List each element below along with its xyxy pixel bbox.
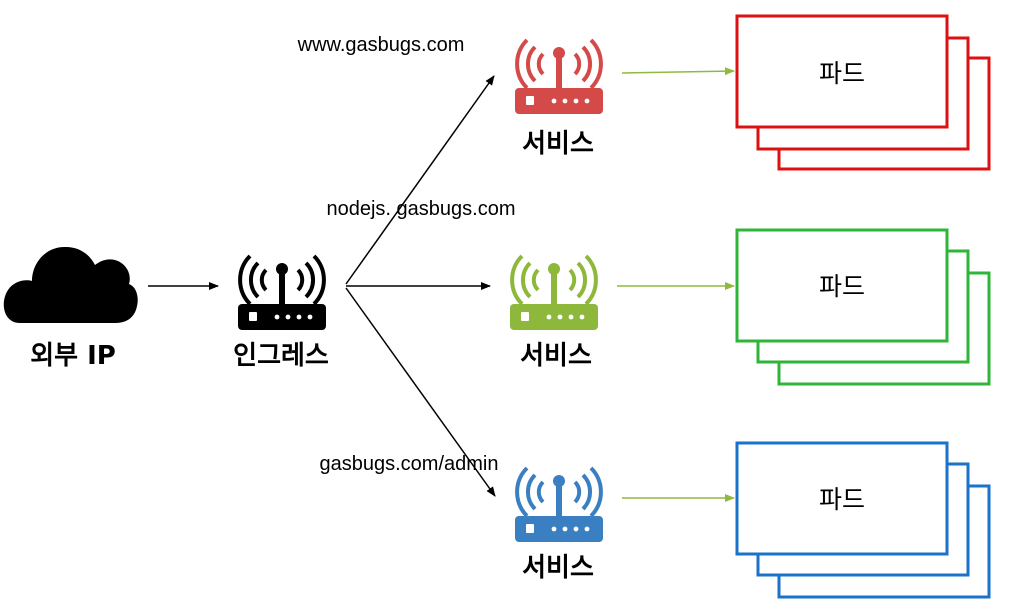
host-label-www: www.gasbugs.com — [297, 34, 465, 56]
service-2-router-icon — [510, 254, 598, 330]
pod-stack-3: 파드 — [735, 441, 991, 599]
ingress-to-service-3-arrow — [345, 287, 496, 497]
pod-stack-2: 파드 — [735, 228, 991, 386]
host-label-nodejs: nodejs. gasbugs.com — [326, 198, 515, 220]
service-3-router-icon — [515, 466, 603, 542]
pod-label: 파드 — [819, 59, 865, 88]
host-label-admin: gasbugs.com/admin — [320, 453, 499, 475]
service-1-router-icon — [515, 38, 603, 114]
service-3-label: 서비스 — [522, 553, 594, 583]
pod-label: 파드 — [819, 485, 865, 514]
pod-label: 파드 — [819, 272, 865, 301]
pod-card-front — [735, 228, 949, 343]
external-ip-label: 외부 IP — [30, 341, 116, 371]
cloud-icon — [3, 246, 138, 323]
pod-card-front — [735, 441, 949, 556]
pod-card-front — [735, 14, 949, 129]
pod-stack-1: 파드 — [735, 14, 991, 171]
ingress-router-icon — [238, 254, 326, 330]
service-1-label: 서비스 — [522, 129, 594, 159]
ingress-label: 인그레스 — [233, 341, 329, 371]
ingress-to-service-1-arrow — [345, 75, 495, 285]
service-2-label: 서비스 — [520, 341, 592, 371]
service-1-to-pods-arrow — [621, 67, 735, 76]
